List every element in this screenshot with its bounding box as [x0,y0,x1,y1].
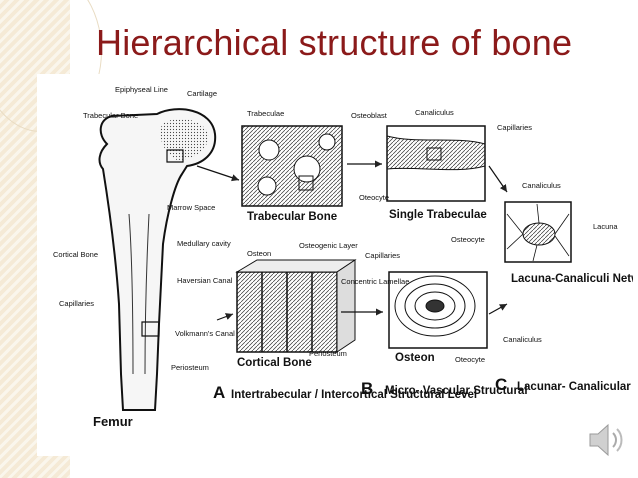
caption-osteon: Osteon [395,352,435,364]
panel-captions: Trabecular Bone Single Trabeculae Lacuna… [237,209,638,369]
label-marrow-space: Marrow Space [167,203,215,212]
label-canaliculus-top: Canaliculus [415,108,454,117]
speaker-icon[interactable] [584,418,628,462]
label-canaliculus-right: Canaliculus [522,181,561,190]
label-osteoblast: Osteoblast [351,111,388,120]
caption-lacuna-canaliculi: Lacuna-Canaliculi Network [511,273,633,285]
label-capillaries-mid: Capillaries [365,251,400,260]
structural-levels: A Intertrabecular / Intercortical Struct… [213,375,638,402]
label-volkmanns-canal: Volkmann's Canal [175,329,235,338]
cortical-bone-panel [235,259,357,353]
diagram-labels: Epiphyseal Line Cartilage Trabecular Bon… [53,85,618,372]
slide-title: Hierarchical structure of bone [96,22,573,63]
osteon-panel [388,271,488,349]
label-epiphyseal-line: Epiphyseal Line [115,85,168,94]
label-capillaries-top: Capillaries [497,123,532,132]
label-oteocyte-bottom: Oteocyte [455,355,485,364]
label-concentric-lamellae: Concentric Lamellae [341,277,409,286]
level-a-text: Intertrabecular / Intercortical Structur… [231,389,477,401]
caption-trabecular-bone: Trabecular Bone [247,211,337,223]
caption-cortical-bone: Cortical Bone [237,357,312,369]
femur-drawing [98,108,217,411]
level-b-letter: B [361,379,373,398]
label-osteocyte-right: Osteocyte [451,235,485,244]
label-canaliculus-bottom: Canaliculus [503,335,542,344]
label-osteogenic-layer: Osteogenic Layer [299,241,358,250]
label-trabecular-bone: Trabecular Bone [83,111,138,120]
speaker-icon-svg [589,423,623,457]
level-b-text: Micro- Vascular Structural [385,385,528,397]
label-cortical-bone: Cortical Bone [53,250,98,259]
bone-diagram: Epiphyseal Line Cartilage Trabecular Bon… [37,74,638,456]
caption-femur: Femur [93,414,133,429]
level-c-text: Lacunar- Canalicular Structural [517,381,633,393]
label-osteon: Osteon [247,249,271,258]
label-cartilage: Cartilage [187,89,217,98]
label-periosteum-left: Periosteum [171,363,209,372]
label-lacuna: Lacuna [593,222,618,231]
level-a-letter: A [213,383,225,402]
label-periosteum-mid: Periosteum [309,349,347,358]
label-medullary-cavity: Medullary cavity [177,239,231,248]
lacuna-canaliculi-panel [504,201,572,263]
label-haversian-canal: Haversian Canal [177,276,233,285]
label-trabeculae: Trabeculae [247,109,284,118]
label-otecyte-top: Oteocyte [359,193,389,202]
trabecular-bone-panel [241,125,343,207]
flow-arrows [196,160,508,321]
label-capillaries-left: Capillaries [59,299,94,308]
bone-diagram-svg: Epiphyseal Line Cartilage Trabecular Bon… [53,85,638,429]
caption-single-trabeculae: Single Trabeculae [389,209,487,221]
single-trabeculae-panel [386,125,486,202]
level-c-letter: C [495,375,507,394]
